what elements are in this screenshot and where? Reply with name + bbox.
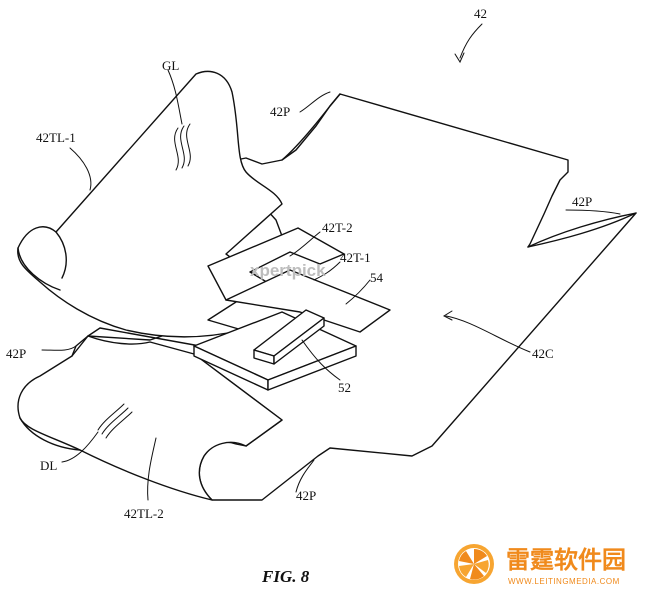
- label-52: 52: [338, 380, 351, 395]
- notch-top: [281, 93, 341, 161]
- label-42: 42: [474, 6, 487, 21]
- leader-42: [459, 23, 483, 59]
- label-42t-1: 42T-1: [340, 250, 371, 265]
- leader-42p-top: [299, 91, 331, 113]
- leader-52: [301, 339, 341, 381]
- label-gl: GL: [162, 58, 179, 73]
- gate-line-3: [186, 123, 191, 167]
- leader-dl: [61, 431, 99, 463]
- trace-42t-1-pad: [225, 269, 391, 333]
- figure-caption: FIG. 8: [261, 567, 310, 586]
- leader-42c: [445, 315, 531, 353]
- tail-42tl-2-fold-edge: [19, 417, 81, 451]
- label-42p-left: 42P: [6, 346, 26, 361]
- leader-42t1: [313, 261, 341, 281]
- notch-right: [527, 212, 637, 248]
- leader-42tl2: [147, 437, 157, 501]
- tail-42tl-1-inner-curve: [55, 231, 67, 279]
- label-42tl-2: 42TL-2: [124, 506, 164, 521]
- label-42tl-1: 42TL-1: [36, 130, 76, 145]
- chip-52-side: [273, 317, 325, 365]
- leader-42tl1: [69, 147, 92, 191]
- tail-42tl-1-fold-edge: [17, 247, 61, 291]
- leader-42c-arrow: [442, 310, 453, 321]
- data-line-1: [97, 403, 125, 431]
- component-base-54-side: [267, 345, 357, 391]
- leader-42p-right: [565, 209, 621, 215]
- leader-42p-left: [41, 345, 77, 351]
- leader-gl: [167, 69, 183, 125]
- leader-42t2: [289, 231, 321, 257]
- orange-slice-icon: [454, 544, 494, 584]
- label-42p-bottom: 42P: [296, 488, 316, 503]
- data-line-2: [101, 407, 129, 435]
- label-54: 54: [370, 270, 384, 285]
- watermark-text: xpertpick: [250, 261, 326, 280]
- brand-logo: 雷霆软件园 WWW.LEITINGMEDIA.COM: [454, 544, 626, 586]
- gate-line-2: [180, 125, 185, 169]
- label-42t-2: 42T-2: [322, 220, 353, 235]
- logo-chinese-text: 雷霆软件园: [506, 546, 626, 574]
- label-42p-right: 42P: [572, 194, 592, 209]
- gate-line-1: [174, 127, 179, 171]
- leader-42p-bottom: [295, 459, 315, 493]
- label-42p-top: 42P: [270, 104, 290, 119]
- leader-54: [345, 279, 371, 305]
- label-dl: DL: [40, 458, 57, 473]
- label-42c: 42C: [532, 346, 554, 361]
- leader-42-arrow: [454, 52, 465, 64]
- logo-url-text: WWW.LEITINGMEDIA.COM: [508, 577, 620, 586]
- data-line-3: [105, 411, 133, 439]
